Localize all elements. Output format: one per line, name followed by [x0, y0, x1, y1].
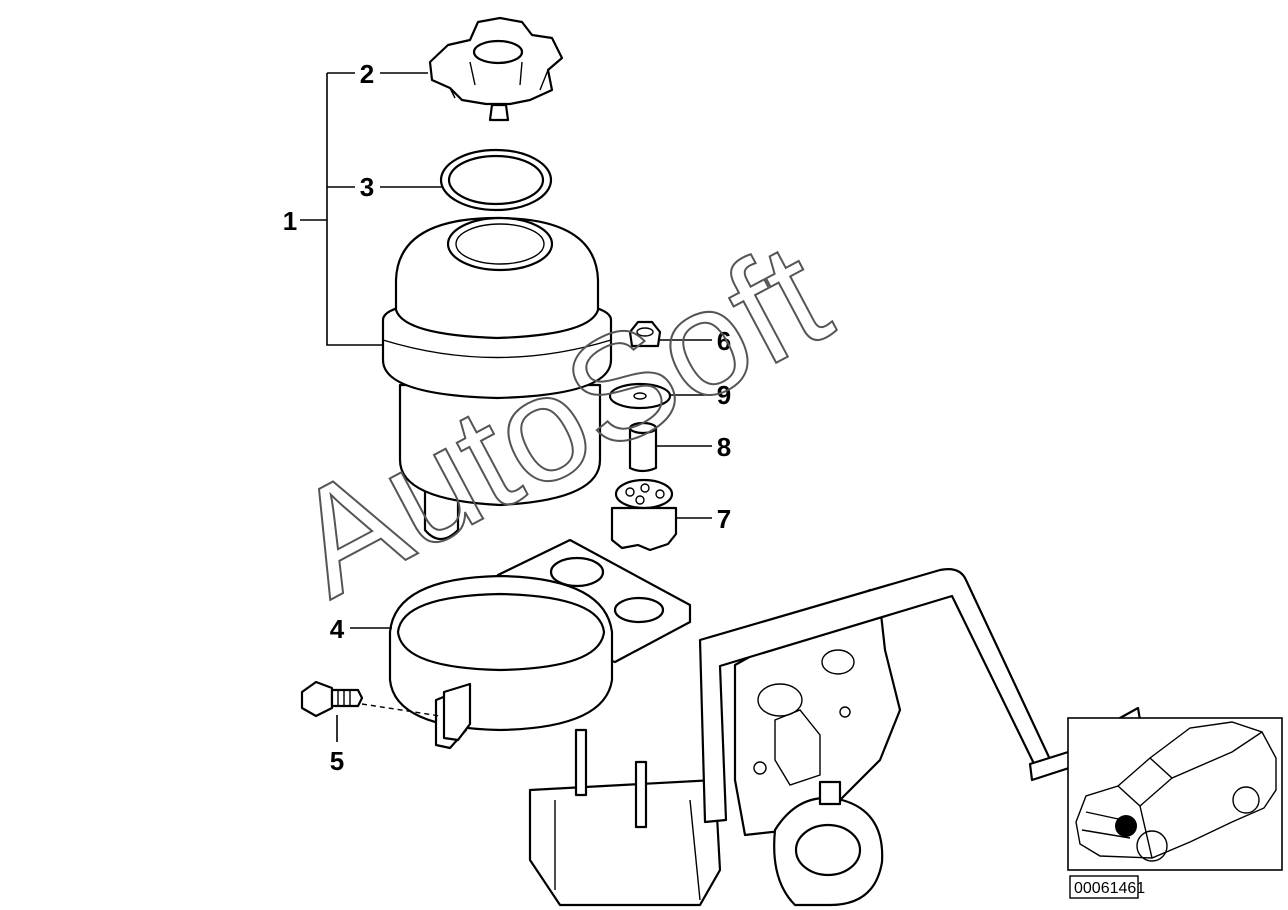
- callouts: 1 2 3 4 5 6 7 8 9: [283, 59, 731, 776]
- callout-5: 5: [330, 746, 344, 776]
- locator-inset: [1067, 717, 1283, 871]
- callout-7: 7: [717, 504, 731, 534]
- rubber-mount[interactable]: [610, 478, 678, 552]
- washer[interactable]: [608, 382, 672, 410]
- callout-2: 2: [360, 59, 374, 89]
- callout-8: 8: [717, 432, 731, 462]
- bolt[interactable]: [300, 680, 441, 718]
- callout-3: 3: [360, 172, 374, 202]
- callout-1: 1: [283, 206, 297, 236]
- callout-4: 4: [330, 614, 345, 644]
- drawing-number: 00061461: [1074, 880, 1145, 897]
- carrier-frame: [528, 568, 1142, 907]
- reservoir[interactable]: [381, 216, 613, 541]
- filler-cap[interactable]: [428, 16, 564, 122]
- bracket[interactable]: [388, 538, 692, 750]
- callout-9: 9: [717, 380, 731, 410]
- nut[interactable]: [628, 320, 662, 348]
- location-marker: [1115, 815, 1137, 837]
- leader-lines: [300, 72, 712, 742]
- drawing-number-box: 00061461: [1069, 875, 1145, 899]
- o-ring[interactable]: [439, 148, 553, 212]
- sleeve[interactable]: [628, 421, 658, 473]
- callout-6: 6: [717, 326, 731, 356]
